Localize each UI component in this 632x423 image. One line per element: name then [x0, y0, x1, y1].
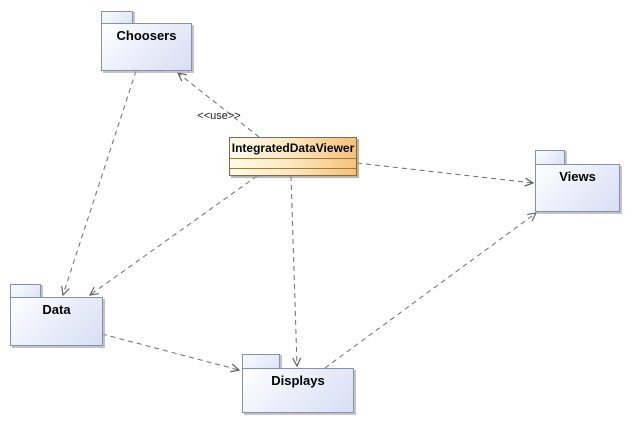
- package-displays-label: Displays: [271, 373, 325, 388]
- dependency-integrateddataviewer-to-data[interactable]: [88, 175, 258, 296]
- package-views-tab: [535, 150, 565, 165]
- class-integrateddataviewer[interactable]: IntegratedDataViewer: [229, 137, 357, 176]
- use-stereotype-label: <<use>>: [197, 110, 241, 122]
- package-displays-body: Displays: [242, 368, 354, 413]
- dependency-choosers-to-data[interactable]: [61, 70, 137, 297]
- dependency-integrateddataviewer-to-choosers[interactable]: [177, 72, 260, 138]
- package-data-body: Data: [10, 297, 103, 346]
- package-choosers-label: Choosers: [116, 28, 177, 43]
- dependency-integrateddataviewer-to-views[interactable]: [356, 162, 535, 187]
- dependency-displays-to-views[interactable]: [324, 212, 537, 369]
- package-views-label: Views: [559, 169, 596, 184]
- package-choosers-body: Choosers: [101, 23, 192, 71]
- package-views-body: Views: [535, 164, 620, 212]
- dependency-data-to-displays[interactable]: [101, 333, 241, 373]
- dependency-integrateddataviewer-to-displays[interactable]: [290, 175, 302, 368]
- package-data-tab: [10, 284, 41, 298]
- class-integrateddataviewer-name: IntegratedDataViewer: [230, 138, 356, 159]
- package-data-label: Data: [42, 302, 71, 317]
- class-operations-compartment: [230, 169, 356, 176]
- class-attributes-compartment: [230, 159, 356, 169]
- package-displays-tab: [242, 354, 280, 369]
